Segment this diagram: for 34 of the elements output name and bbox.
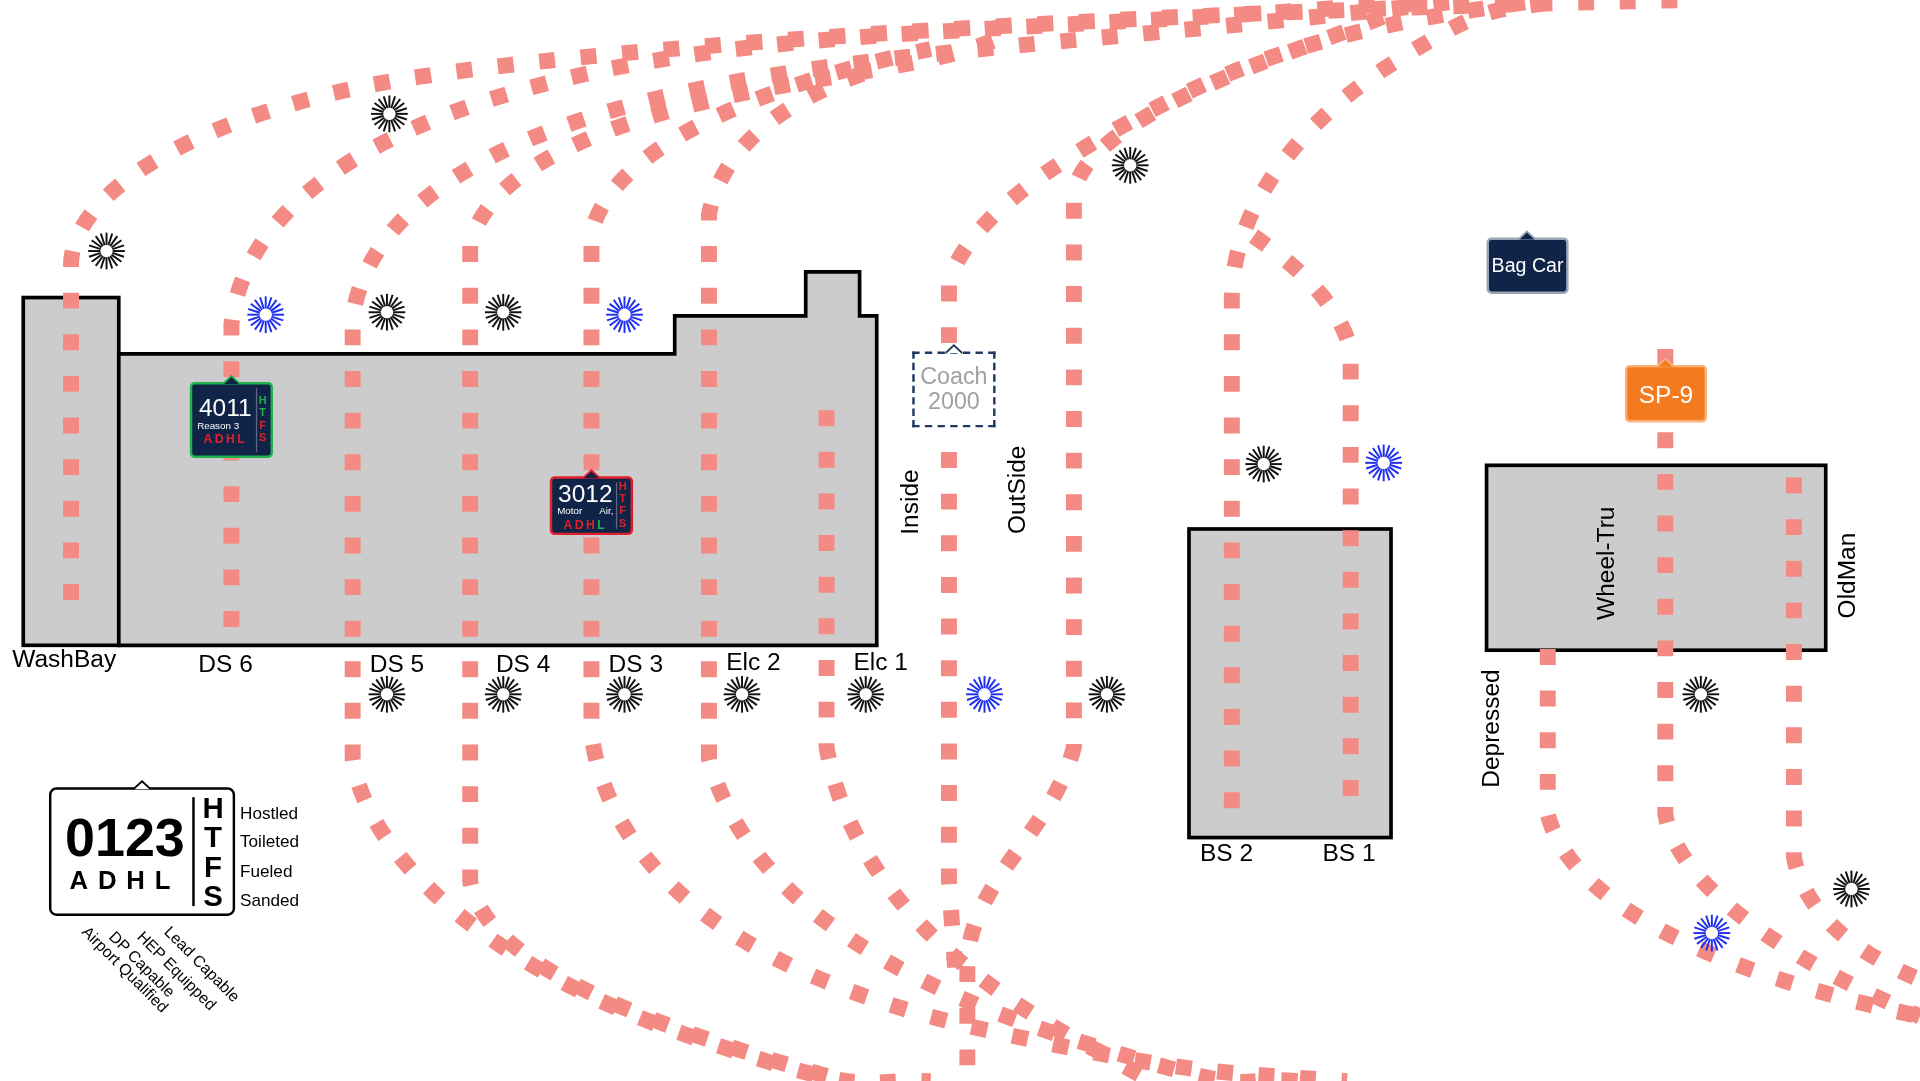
annotation-label: Sanded (240, 891, 300, 909)
status-note: Reason 3 (197, 419, 240, 432)
annotation-label: Fueled (240, 862, 293, 880)
track-label: BS 2 (1200, 840, 1254, 865)
capability-letters: ADHL (69, 865, 181, 895)
status-note: Motor (557, 505, 583, 518)
annotation-label: Toileted (240, 832, 300, 850)
locomotive-card (549, 476, 634, 536)
railcar-tag: Bag Car (1486, 237, 1569, 294)
track-label: Depressed (1477, 669, 1503, 788)
track-label: DS 3 (608, 651, 664, 676)
legend-card (49, 787, 236, 916)
unit-number: 0123 (64, 808, 185, 866)
track-label: Inside (897, 469, 923, 535)
track-label: DS 6 (198, 651, 253, 676)
service-letters: HTFS (617, 481, 628, 530)
track-label: OldMan (1834, 532, 1859, 619)
track-label: DS 4 (495, 651, 551, 676)
track-label: OutSide (1004, 445, 1029, 535)
status-note: Air, (599, 505, 614, 518)
track-label: BS 1 (1322, 840, 1376, 865)
locomotive-card (189, 382, 274, 458)
unit-number: 3012 (558, 480, 613, 506)
coach-tag: Coach 2000 (912, 351, 996, 428)
unit-number: 4011 (198, 394, 252, 420)
track-label: DS 5 (369, 651, 425, 676)
equipment-tag: SP-9 (1624, 364, 1707, 423)
track-label: WashBay (12, 646, 117, 672)
track-label: Wheel-Tru (1593, 506, 1618, 620)
service-letters: HTFS (257, 395, 268, 445)
annotation-label: Hostled (240, 804, 299, 822)
service-letters: HTFS (201, 792, 225, 911)
track-label: Elc 2 (726, 649, 781, 674)
track-label: Elc 1 (853, 649, 908, 674)
